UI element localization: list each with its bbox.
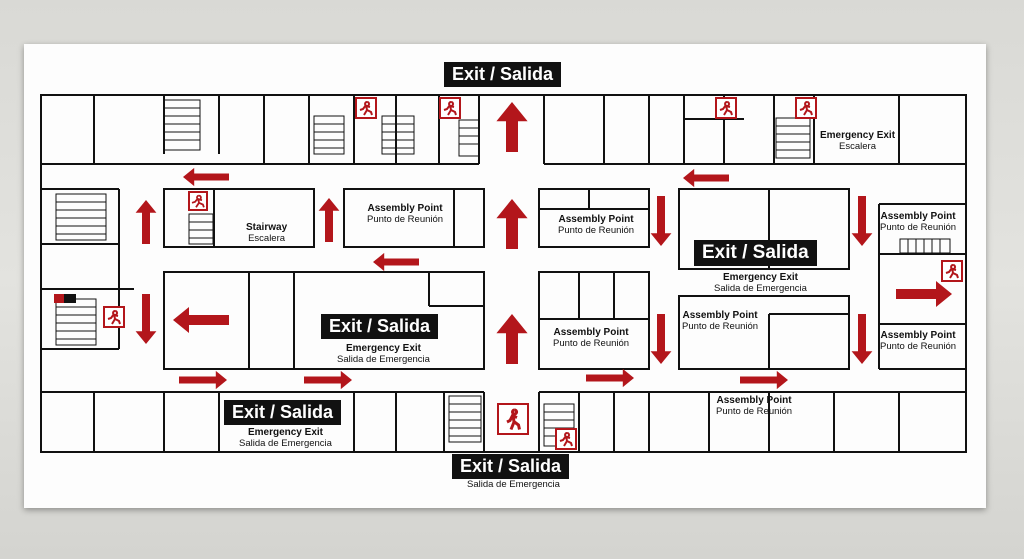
exit-label-top: Exit / Salida	[444, 62, 562, 87]
direction-arrow-icon	[586, 368, 634, 388]
direction-arrow-icon	[135, 200, 157, 244]
direction-arrow-icon	[683, 168, 729, 188]
running-man-exit-icon	[103, 306, 125, 328]
direction-arrow-icon	[496, 199, 528, 249]
running-man-exit-icon	[355, 97, 377, 119]
floor-plan	[40, 94, 967, 453]
exit-label-bottom: Exit / Salida	[452, 454, 570, 479]
exit-sublabel-center: Emergency Exit Salida de Emergencia	[337, 343, 430, 365]
direction-arrow-icon	[496, 314, 528, 364]
running-man-exit-icon	[439, 97, 461, 119]
direction-arrow-icon	[183, 167, 229, 187]
fire-extinguisher-icon	[54, 294, 76, 303]
running-man-exit-icon	[795, 97, 817, 119]
direction-arrow-icon	[650, 314, 672, 364]
direction-arrow-icon	[304, 370, 352, 390]
exit-sublabel-right-center: Emergency Exit Salida de Emergencia	[714, 272, 807, 294]
direction-arrow-icon	[179, 370, 227, 390]
exit-sublabel-bottom: Salida de Emergencia	[467, 479, 560, 490]
running-man-exit-icon	[497, 403, 529, 435]
running-man-exit-icon	[715, 97, 737, 119]
exit-label-bottom-left: Exit / Salida	[224, 400, 342, 425]
exit-sublabel-bottom-left: Emergency Exit Salida de Emergencia	[239, 427, 332, 449]
evacuation-map-board: Exit / Salida Exit / Salida Emergency Ex…	[24, 44, 986, 508]
direction-arrow-icon	[135, 294, 157, 344]
direction-arrow-icon	[851, 314, 873, 364]
direction-arrow-icon	[373, 252, 419, 272]
running-man-exit-icon	[555, 428, 577, 450]
direction-arrow-icon	[318, 198, 340, 242]
direction-arrow-icon	[650, 196, 672, 246]
running-man-exit-icon	[103, 97, 963, 450]
running-man-exit-icon	[188, 191, 208, 211]
direction-arrow-icon	[851, 196, 873, 246]
direction-arrow-icon	[496, 102, 528, 152]
direction-arrow-icon	[173, 307, 229, 333]
stair-icon	[55, 99, 951, 447]
evacuation-arrows	[135, 102, 952, 390]
running-man-exit-icon	[941, 260, 963, 282]
exit-label-right-center: Exit / Salida	[694, 240, 817, 266]
direction-arrow-icon	[896, 281, 952, 307]
exit-label-center: Exit / Salida	[321, 314, 439, 339]
direction-arrow-icon	[740, 370, 788, 390]
